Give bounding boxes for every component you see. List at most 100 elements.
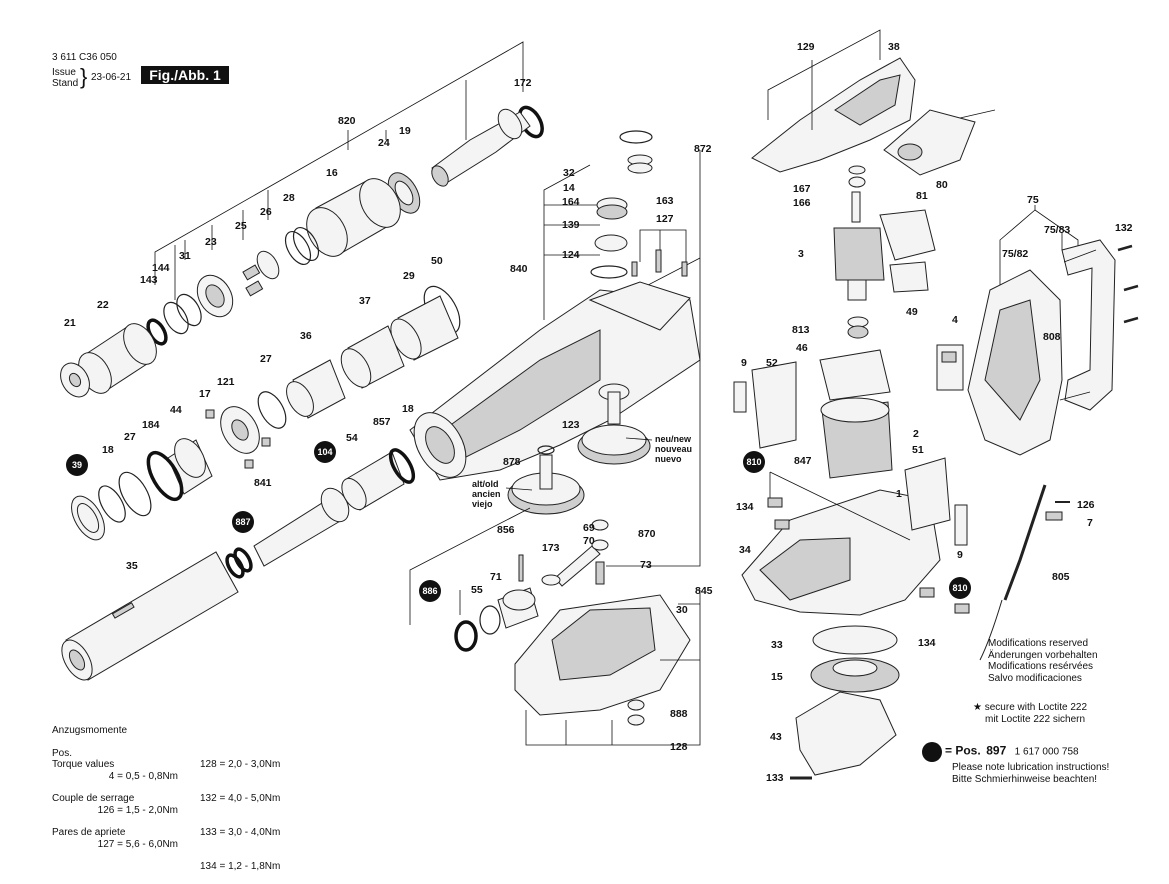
part-label: 27 [260, 353, 272, 365]
service-dot-label: 104 [317, 447, 332, 457]
part-label: 124 [562, 249, 580, 261]
part-label: 52 [766, 357, 778, 369]
part-label: 75/83 [1044, 224, 1070, 236]
part-label: 872 [694, 143, 712, 155]
part-label: 21 [64, 317, 76, 329]
part-label: 51 [912, 444, 924, 456]
tool-holder-group [60, 41, 544, 681]
part-label: 36 [300, 330, 312, 342]
part-label: 9 [741, 357, 747, 369]
service-dot [743, 451, 765, 473]
gear-new-line-1: neu/new [655, 434, 692, 444]
part-label: 4 [952, 314, 958, 326]
part-label: 54 [346, 432, 358, 444]
part-label: 133 [766, 772, 784, 784]
torque-row-left: 126 = 1,5 - 2,0Nm [97, 805, 178, 817]
part-label: 70 [583, 535, 595, 547]
torque-title-de: Anzugsmomente [52, 724, 128, 736]
issue-date: 23-06-21 [91, 72, 132, 83]
exploded-parts-drawing: .pl { font-family:"Liberation Sans", san… [60, 29, 1139, 784]
part-label: 126 [1077, 499, 1095, 511]
gear-housing-group [409, 130, 701, 746]
mod-line: Salvo modificaciones [988, 672, 1082, 684]
part-label: 3 [798, 248, 804, 260]
torque-row-right: 133 = 3,0 - 4,0Nm [200, 827, 281, 839]
part-label: 808 [1043, 331, 1061, 343]
service-dot-label: 887 [235, 517, 250, 527]
part-label: 29 [403, 270, 415, 282]
part-label: 75 [1027, 194, 1039, 206]
service-dot [419, 580, 441, 602]
part-label: 50 [431, 255, 443, 267]
service-dot-label: 810 [952, 583, 967, 593]
part-label: 55 [471, 584, 483, 596]
issue-label: Issue [52, 67, 76, 78]
part-label: 28 [283, 192, 295, 204]
part-label: 31 [179, 250, 191, 262]
torque-row-left: 127 = 5,6 - 6,0Nm [97, 839, 178, 851]
part-label: 845 [695, 585, 713, 597]
mod-line: Modifications reserved [988, 638, 1089, 649]
service-dot-label: 39 [72, 460, 82, 470]
loctite-note: ★ secure with Loctite 222 mit Loctite 22… [973, 702, 1087, 725]
part-label: 7 [1087, 517, 1093, 529]
part-label: 163 [656, 195, 674, 207]
lube-part-no: 1 617 000 758 [1014, 746, 1079, 758]
torque-pos-label: Pos. [52, 748, 73, 759]
part-label: 184 [142, 419, 160, 431]
part-label: 166 [793, 197, 811, 209]
service-dot-label: 886 [422, 586, 437, 596]
part-label: 888 [670, 708, 688, 720]
part-label: 805 [1052, 571, 1070, 583]
part-label: 38 [888, 41, 900, 53]
part-label: 80 [936, 179, 948, 191]
lube-prefix: = Pos. [945, 743, 981, 758]
modifications-note: Modifications reserved Änderungen vorbeh… [988, 638, 1098, 684]
brace-glyph: } [80, 64, 88, 89]
part-label: 71 [490, 571, 502, 583]
torque-left-column: 4 = 0,5 - 0,8Nm 126 = 1,5 - 2,0Nm 127 = … [78, 748, 178, 862]
part-label: 143 [140, 274, 158, 286]
part-label: 44 [170, 404, 182, 416]
part-label: 27 [124, 431, 136, 443]
part-label: 127 [656, 213, 674, 225]
gear-callout-new: neu/new nouveau nuevo [625, 434, 692, 464]
part-label: 132 [1115, 222, 1133, 234]
part-label: 33 [771, 639, 783, 651]
lubrication-note: = Pos. 897 1 617 000 758 Please note lub… [922, 742, 1109, 785]
part-label: 841 [254, 477, 272, 489]
lube-line-1: Please note lubrication instructions! [952, 762, 1110, 773]
part-label: 17 [199, 388, 211, 400]
part-label: 49 [906, 306, 918, 318]
part-label: 813 [792, 324, 810, 336]
part-label: 134 [736, 501, 754, 513]
part-label: 46 [796, 342, 808, 354]
part-label: 32 [563, 167, 575, 179]
part-label: 34 [739, 544, 751, 556]
torque-title-fr: Couple de serrage [52, 793, 135, 805]
part-label: 857 [373, 416, 391, 428]
service-dot [66, 454, 88, 476]
part-label: 870 [638, 528, 656, 540]
part-label: 22 [97, 299, 109, 311]
motor-group [733, 29, 996, 780]
torque-row-right: 134 = 1,2 - 1,8Nm [200, 861, 281, 873]
part-label: 144 [152, 262, 170, 274]
gear-old-line-3: viejo [472, 499, 493, 509]
lube-line-2: Bitte Schmierhinweise beachten! [952, 773, 1098, 785]
mod-line: Änderungen vorbehalten [988, 649, 1098, 661]
part-label: 1 [896, 488, 902, 500]
part-label: 35 [126, 560, 138, 572]
part-label: 14 [563, 182, 575, 194]
torque-row-right: 128 = 2,0 - 3,0Nm [200, 758, 281, 770]
part-label: 121 [217, 376, 235, 388]
part-label: 134 [918, 637, 936, 649]
part-label: 173 [542, 542, 560, 554]
loctite-line-1: secure with Loctite 222 [984, 702, 1088, 713]
part-label: 128 [670, 741, 688, 753]
stand-label: Stand [52, 78, 79, 89]
gear-old-line-1: alt/old [472, 479, 499, 489]
part-label: 18 [102, 444, 114, 456]
torque-title-en: Torque values [52, 759, 115, 771]
